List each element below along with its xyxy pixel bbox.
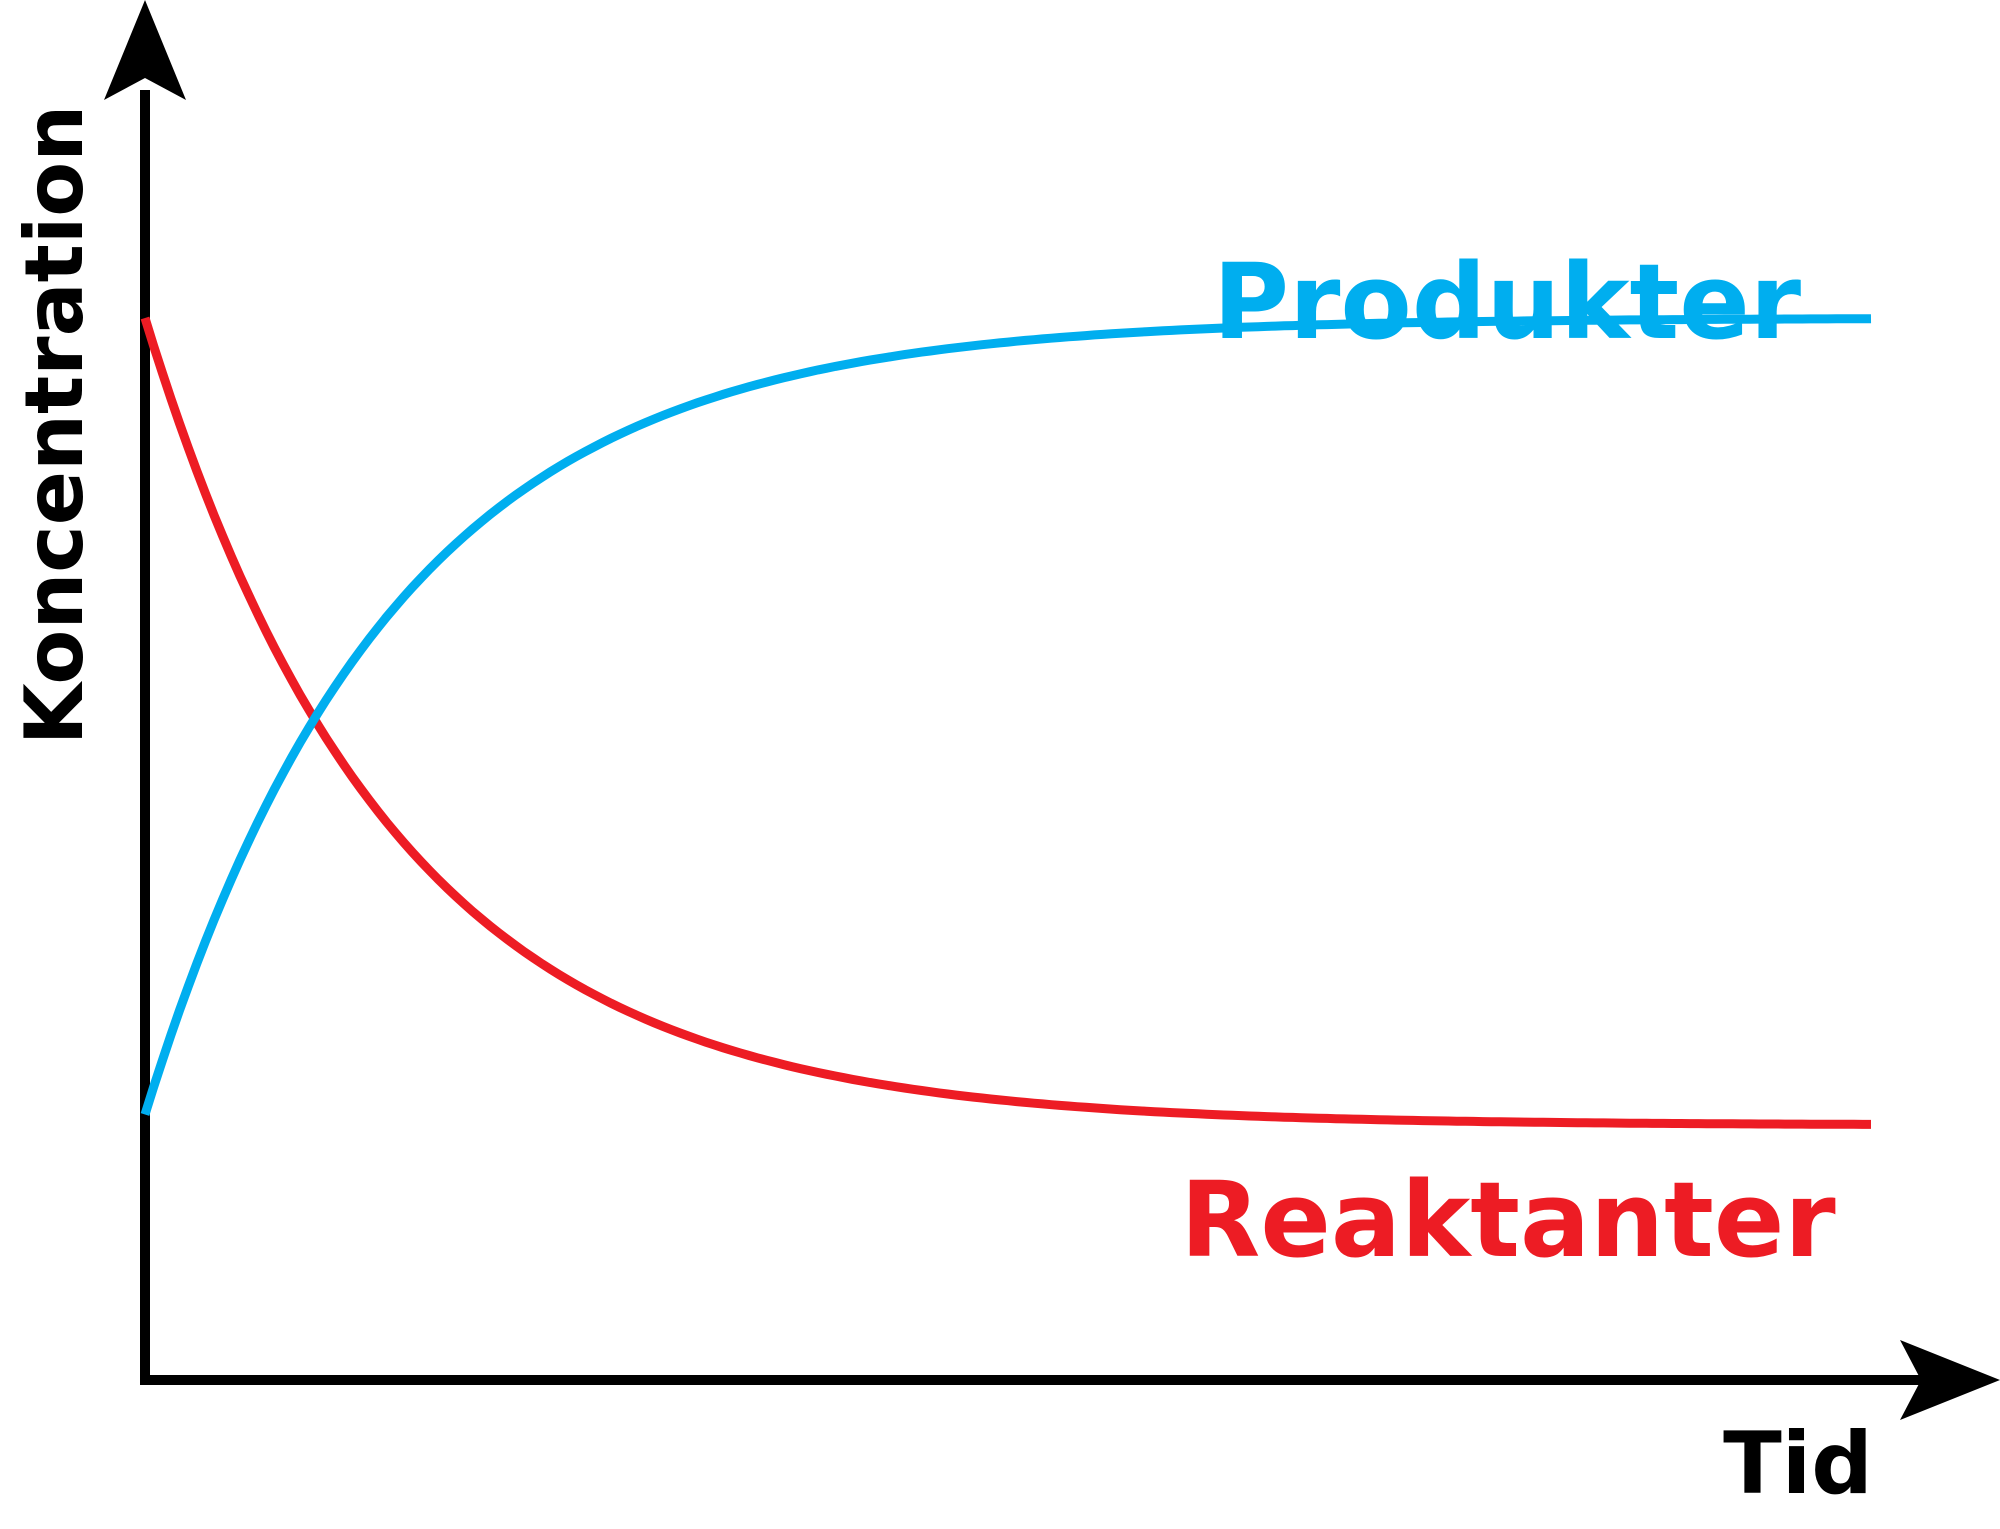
y-axis-arrow-icon [104,0,186,100]
series-label-reaktanter: Reaktanter [1180,1159,1835,1281]
x-axis-label: Tid [1723,1414,1873,1514]
y-axis-label: Koncentration [8,105,101,745]
series-line-produkter [140,314,1872,1116]
series-line-reaktanter [140,316,1871,1129]
series-label-produkter: Produkter [1213,241,1801,363]
x-axis-arrow-icon [1900,1340,2000,1420]
